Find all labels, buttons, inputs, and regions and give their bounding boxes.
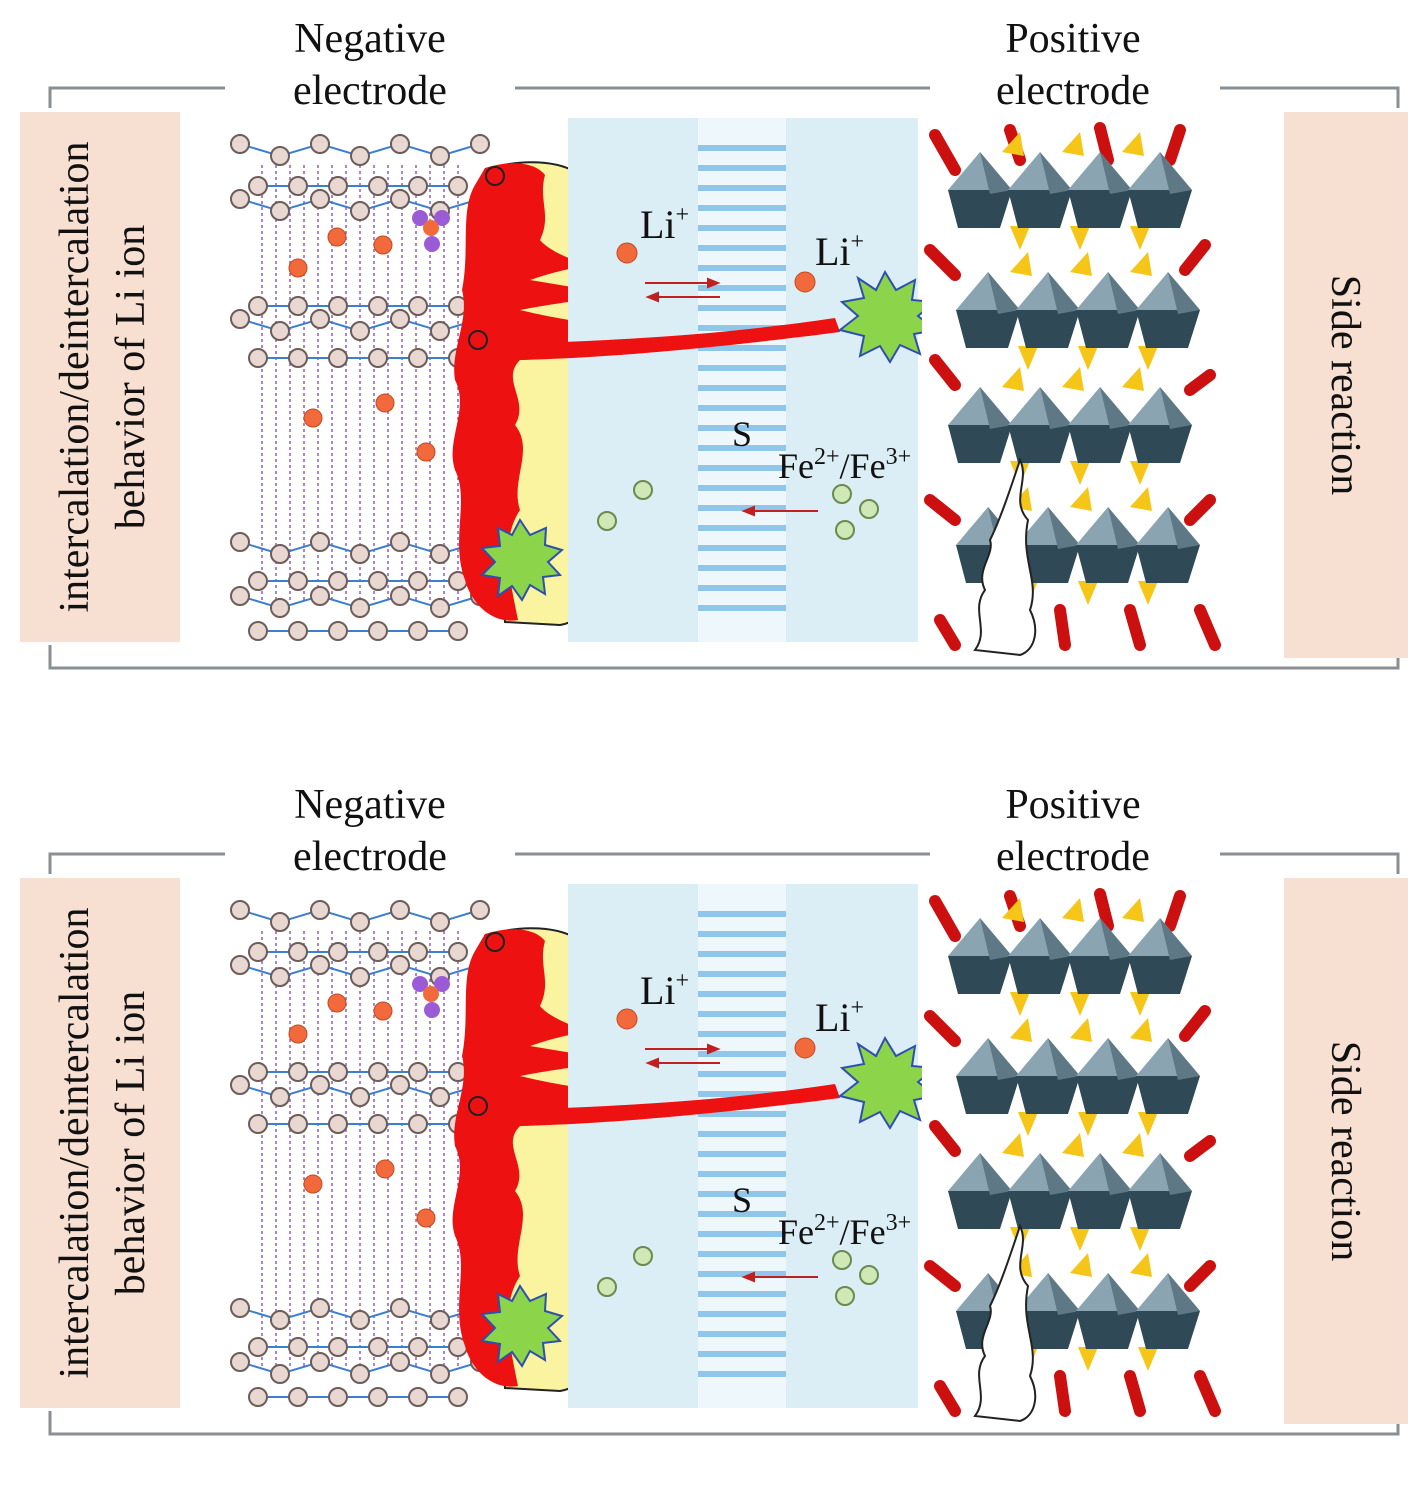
li-ions-electrolyte: [616, 242, 816, 293]
panel-bottom: Negative electrode Positive electrode in…: [0, 766, 1427, 1498]
separator: [698, 884, 786, 1408]
cathode-crack: [973, 457, 1037, 657]
li-ion-label-right: Li+: [815, 995, 864, 1040]
graphite-anode-lattice: [230, 134, 490, 641]
separator: [698, 118, 786, 642]
positive-heading-line1: Positive: [1005, 782, 1140, 828]
reaction-spot-cathode: [837, 1035, 939, 1130]
right-label-box: Side reaction: [1284, 112, 1408, 658]
fe-ions: [597, 480, 879, 540]
left-label-line1: intercalation/deintercalation: [52, 907, 98, 1378]
negative-heading-line1: Negative: [294, 16, 446, 62]
intercalated-li-ions: [288, 227, 436, 462]
left-label-line2: behavior of Li ion: [108, 225, 154, 529]
panel-top: Negative electrode Positive electrode in…: [0, 0, 1427, 749]
left-label-box: intercalation/deintercalation behavior o…: [20, 112, 180, 642]
exchange-arrows: [645, 1043, 818, 1283]
dendrite: [520, 1084, 840, 1126]
cathode-crystal: [922, 888, 1222, 1423]
separator-label: S: [732, 414, 752, 454]
negative-heading-line2: electrode: [293, 68, 447, 114]
positive-electrode-heading: Positive electrode: [996, 16, 1150, 114]
negative-electrode-heading: Negative electrode: [293, 16, 447, 114]
reaction-spot-anode: [479, 1284, 565, 1368]
li-ion-label-right: Li+: [815, 229, 864, 274]
right-label-box: Side reaction: [1284, 878, 1408, 1424]
li-ion-label-left: Li+: [640, 968, 689, 1013]
side-reaction-label: Side reaction: [1322, 275, 1368, 495]
negative-heading-line2: electrode: [293, 834, 447, 880]
dendrite: [520, 318, 840, 360]
positive-heading-line2: electrode: [996, 68, 1150, 114]
battery-diagram: Negative electrode Positive electrode in…: [20, 782, 1408, 1436]
purple-cluster: [412, 976, 450, 1018]
fe-ions: [597, 1246, 879, 1306]
left-label-line1: intercalation/deintercalation: [52, 141, 98, 612]
electrolyte-separator: S: [568, 118, 918, 642]
intercalated-li-ions: [288, 993, 436, 1228]
exchange-arrows: [645, 277, 818, 517]
fe-ion-label: Fe2+/Fe3+: [778, 1210, 911, 1252]
li-ion-label-left: Li+: [640, 202, 689, 247]
positive-heading-line2: electrode: [996, 834, 1150, 880]
separator-label: S: [732, 1180, 752, 1220]
side-reaction-label: Side reaction: [1322, 1041, 1368, 1261]
li-ions-electrolyte: [616, 1008, 816, 1059]
left-label-line2: behavior of Li ion: [108, 991, 154, 1295]
positive-electrode-heading: Positive electrode: [996, 782, 1150, 880]
negative-electrode-heading: Negative electrode: [293, 782, 447, 880]
reaction-spot-anode: [479, 518, 565, 602]
cathode-crack: [973, 1223, 1037, 1423]
positive-heading-line1: Positive: [1005, 16, 1140, 62]
reaction-spot-cathode: [837, 269, 939, 364]
electrolyte-separator: S: [568, 884, 918, 1408]
left-label-box: intercalation/deintercalation behavior o…: [20, 878, 180, 1408]
negative-heading-line1: Negative: [294, 782, 446, 828]
purple-cluster: [412, 210, 450, 252]
cathode-crystal: [922, 122, 1222, 657]
fe-ion-label: Fe2+/Fe3+: [778, 444, 911, 486]
graphite-anode-lattice: [230, 900, 490, 1407]
battery-diagram: Negative electrode Positive electrode in…: [20, 16, 1408, 670]
